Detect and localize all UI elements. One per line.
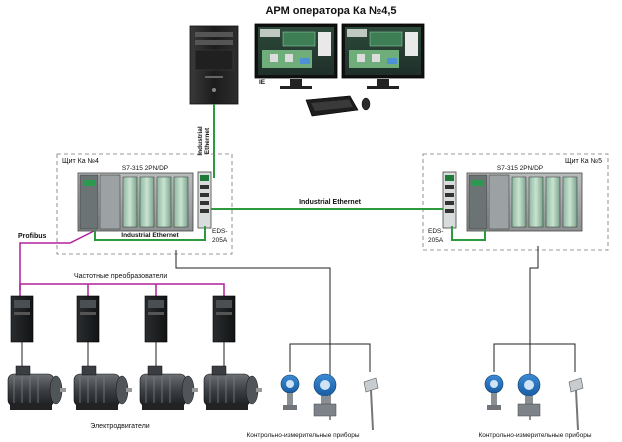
monitor-right-icon — [341, 23, 425, 89]
diagram-title: АРМ оператора Ка №4,5 — [265, 5, 396, 17]
transmitter-right-2-icon — [517, 373, 541, 417]
drives-label: Частотные преобразователи — [74, 272, 167, 280]
transmitter-left-2-icon — [313, 373, 337, 417]
cabinet-left-link-label: Industrial Ethernet — [121, 232, 179, 239]
plc-left-icon — [77, 172, 194, 232]
monitor-left-icon — [254, 23, 338, 89]
plc-switch-ethernet-cable-right — [451, 226, 486, 241]
cabinet-left-title: Щит Ка №4 — [62, 158, 99, 165]
plc-right-icon — [466, 172, 583, 232]
instruments-left-label: Контрольно-измерительные приборы — [246, 431, 359, 439]
profibus-drive-bus — [19, 283, 225, 296]
motor-2-icon — [73, 365, 132, 410]
cabinet-left-frame — [56, 153, 233, 255]
drive-3-icon — [144, 295, 168, 368]
instruments-right-label: Контрольно-измерительные приборы — [478, 431, 591, 439]
temperature-sensor-left-icon — [363, 377, 379, 431]
profibus-label: Profibus — [18, 233, 46, 240]
switch-right-label-2: 205A — [428, 237, 444, 244]
pc-tower-icon — [189, 25, 239, 105]
drive-4-icon — [212, 295, 236, 368]
plc-right-label: S7-315 2PN/DP — [497, 165, 543, 172]
cabinet-right-title: Щит Ка №5 — [565, 158, 602, 165]
plc-left-label: S7-315 2PN/DP — [122, 165, 168, 172]
switch-right-icon — [442, 171, 457, 229]
switch-right-label-1: EDS- — [428, 228, 444, 235]
temperature-sensor-right-icon — [568, 377, 584, 431]
motors-label: Электродвигатели — [90, 423, 149, 430]
drive-2-icon — [76, 295, 100, 368]
switch-left-label-1: EDS- — [212, 228, 228, 235]
cabinet-right-frame — [422, 153, 609, 251]
backbone-label: Industrial Ethernet — [299, 199, 362, 206]
instruments-right-bus — [493, 343, 576, 372]
transmitter-right-1-icon — [484, 374, 504, 410]
motor-1-icon — [7, 365, 66, 410]
uplink-label-line2: Ethernet — [204, 127, 211, 154]
uplink-label-line1: Industrial — [197, 126, 204, 155]
drive-1-icon — [10, 295, 34, 368]
ie-label: IE — [259, 79, 266, 86]
transmitter-left-1-icon — [280, 374, 300, 410]
motor-3-icon — [139, 365, 198, 410]
motor-4-icon — [203, 365, 262, 410]
plc-switch-ethernet-cable-left — [94, 226, 206, 241]
mouse-icon — [361, 97, 371, 111]
profibus-cable — [19, 230, 95, 296]
switch-left-label-2: 205A — [212, 237, 228, 244]
keyboard-icon — [305, 95, 359, 117]
instruments-left-bus — [289, 343, 371, 372]
uplink-label: Industrial Ethernet — [197, 126, 211, 155]
switch-left-icon — [197, 171, 212, 229]
